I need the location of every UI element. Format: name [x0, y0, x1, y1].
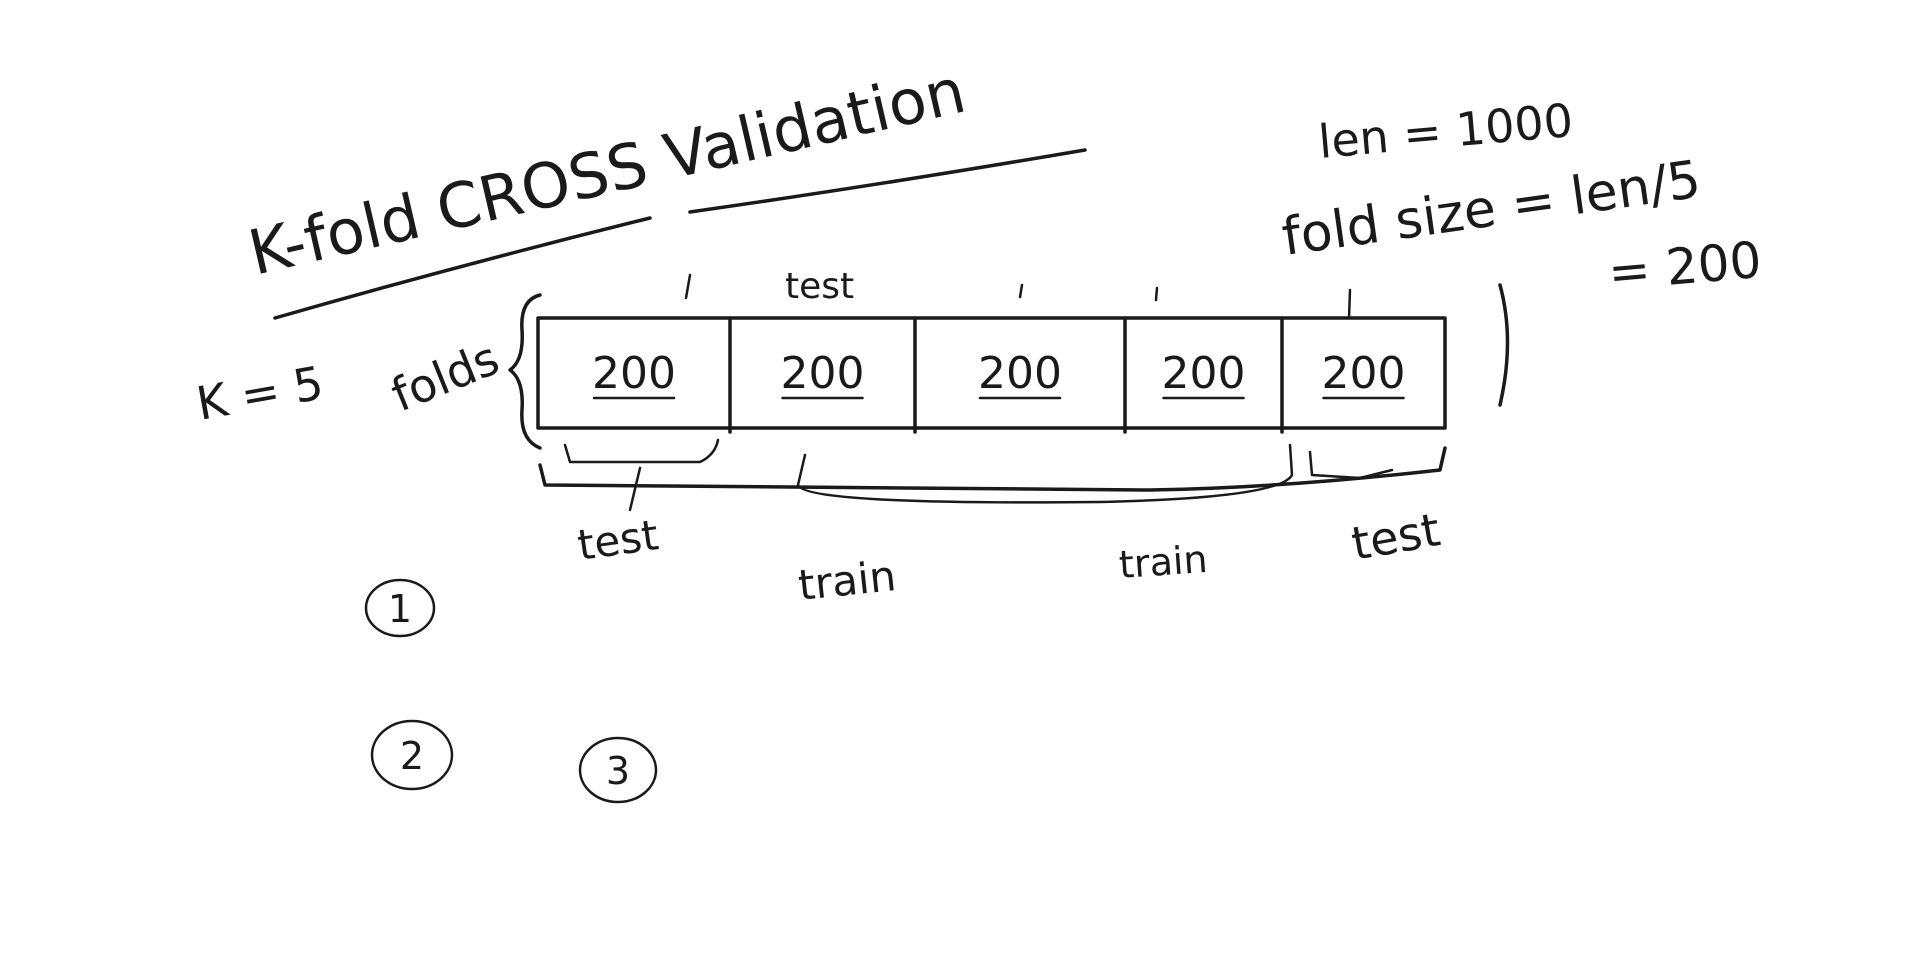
- top-tick-3: [1018, 283, 1024, 299]
- k-label: K = 5: [193, 356, 328, 431]
- title-underline-left: [273, 216, 652, 320]
- diagram-title: K-fold CROSS Validation: [242, 54, 972, 290]
- fold-value: 200: [978, 348, 1062, 399]
- step-circle: [370, 719, 454, 791]
- steps-group: 1 2 3: [364, 578, 658, 804]
- title-underline-right: [688, 148, 1087, 214]
- formula-len: len = 1000: [1316, 93, 1575, 169]
- fold-row-frame: [536, 316, 1447, 430]
- step-number: 3: [606, 749, 630, 793]
- top-tick-1: [684, 273, 692, 300]
- bottom-train-left: train: [796, 551, 898, 610]
- right-bracket: [1498, 283, 1510, 407]
- formula-result: = 200: [1606, 231, 1764, 302]
- step-number: 2: [400, 734, 424, 778]
- fold-row: 200 200 200 200 200: [536, 316, 1447, 434]
- brace-test-left: [563, 438, 720, 464]
- left-brace: [508, 293, 542, 450]
- bottom-test-left: test: [575, 510, 662, 570]
- fold-value: 200: [781, 348, 865, 399]
- folds-label: folds: [384, 331, 506, 422]
- top-tick-4: [1154, 286, 1159, 302]
- brace-test-right: [1308, 450, 1394, 480]
- step-number: 1: [388, 587, 412, 631]
- fold-value: 200: [1322, 348, 1406, 399]
- bottom-test-right: test: [1348, 502, 1444, 571]
- step-circle: [578, 736, 658, 804]
- bottom-train-right: train: [1118, 537, 1209, 587]
- brace-train: [796, 443, 1294, 504]
- top-tick-5: [1347, 288, 1352, 320]
- fold-value: 200: [1162, 348, 1246, 399]
- fold-value: 200: [592, 348, 676, 399]
- brace-test-left-tick: [628, 466, 642, 512]
- top-test-label: test: [785, 266, 854, 307]
- step-circle: [364, 578, 436, 638]
